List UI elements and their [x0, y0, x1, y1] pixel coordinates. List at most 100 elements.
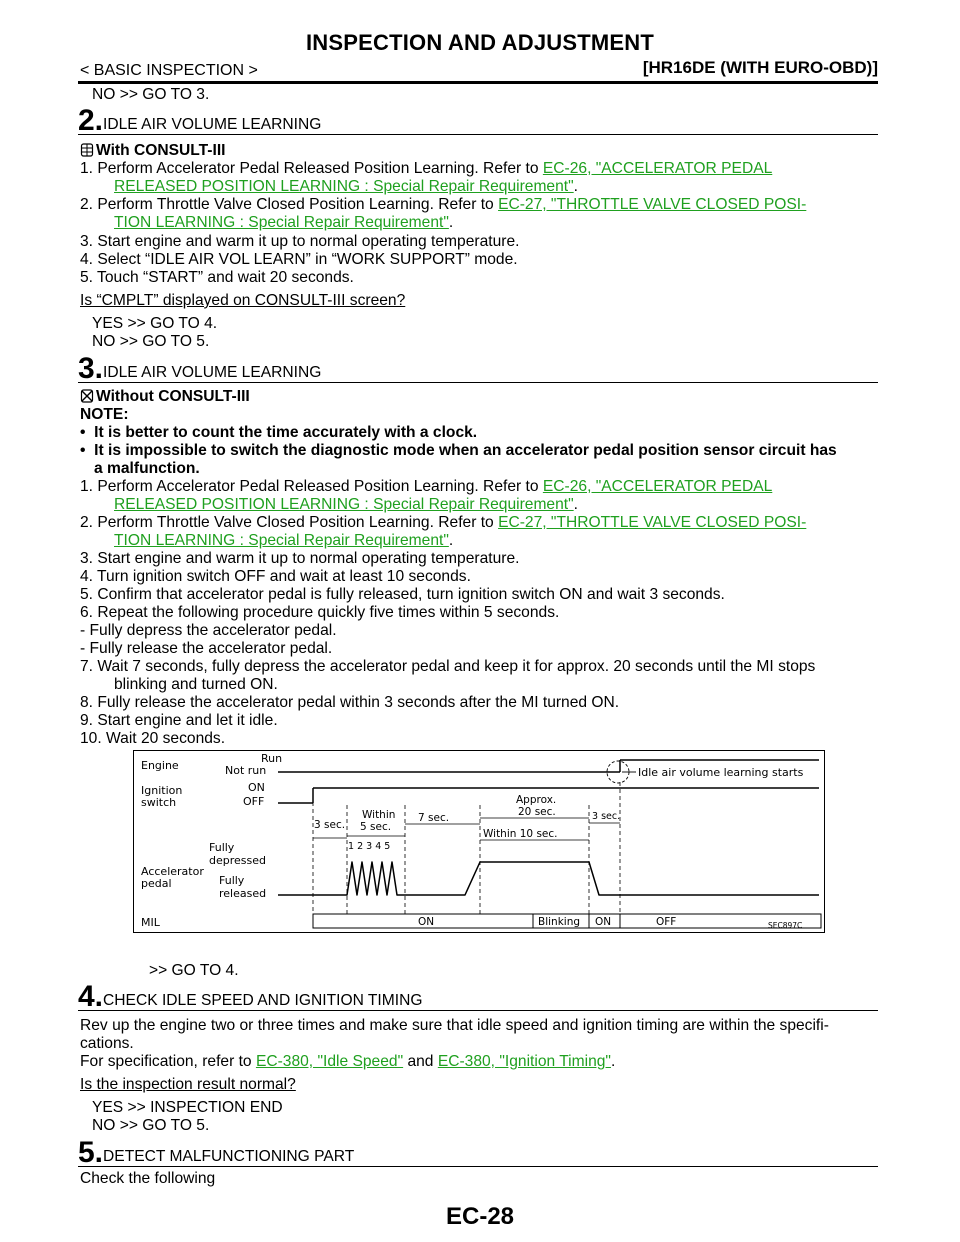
step-3-heading: 3.IDLE AIR VOLUME LEARNING [78, 354, 878, 384]
step-3-item-4: 4. Turn ignition switch OFF and wait at … [80, 568, 471, 585]
label-run: Run [261, 752, 282, 765]
step-2-item-2-cont: TION LEARNING : Special Repair Requireme… [114, 214, 454, 231]
figure-code: SEC897C [768, 921, 802, 930]
no-consult-icon [80, 389, 94, 403]
note-item-2-cont: a malfunction. [94, 460, 200, 477]
link-idle-speed[interactable]: EC-380, "Idle Speed" [255, 1053, 404, 1070]
step-3-sub-2: - Fully release the accelerator pedal. [80, 640, 333, 657]
step-4-title: CHECK IDLE SPEED AND IGNITION TIMING [103, 992, 423, 1009]
link-ec27[interactable]: EC-27, "THROTTLE VALVE CLOSED POSI- [498, 196, 807, 213]
step-3-item-10: 10. Wait 20 seconds. [80, 730, 226, 747]
label-learning-starts: Idle air volume learning starts [638, 766, 804, 779]
label-switch: switch [141, 796, 176, 809]
step-4-yes: YES >> INSPECTION END [92, 1099, 283, 1116]
label-approx: Approx. [516, 794, 556, 806]
label-released: released [219, 887, 266, 900]
step-3-item-2: 2. Perform Throttle Valve Closed Positio… [80, 514, 807, 531]
step-2-item-2: 2. Perform Throttle Valve Closed Positio… [80, 196, 807, 213]
mil-on: ON [418, 916, 434, 928]
step-4-number: 4. [78, 980, 104, 1013]
mil-off: OFF [656, 916, 676, 928]
link-ec27-b[interactable]: EC-27, "THROTTLE VALVE CLOSED POSI- [498, 514, 807, 531]
consult-iii-icon [80, 143, 94, 157]
step-2-title: IDLE AIR VOLUME LEARNING [103, 116, 322, 133]
section-label: < BASIC INSPECTION > [80, 62, 258, 79]
link-ec26-cont[interactable]: RELEASED POSITION LEARNING : Special Rep… [114, 178, 574, 195]
link-ec27-b-cont[interactable]: TION LEARNING : Special Repair Requireme… [114, 532, 449, 549]
step-3-item-2-cont: TION LEARNING : Special Repair Requireme… [114, 532, 454, 549]
mil-on-2: ON [595, 916, 611, 928]
step-3-item-6: 6. Repeat the following procedure quickl… [80, 604, 560, 621]
label-7-sec: 7 sec. [418, 812, 449, 824]
step-2-no: NO >> GO TO 5. [92, 333, 210, 350]
link-ec26-b-cont[interactable]: RELEASED POSITION LEARNING : Special Rep… [114, 496, 574, 513]
link-ec26-b[interactable]: EC-26, "ACCELERATOR PEDAL [542, 478, 773, 495]
step-2-item-5: 5. Touch “START” and wait 20 seconds. [80, 269, 354, 286]
step-2-question: Is “CMPLT” displayed on CONSULT-III scre… [80, 292, 406, 309]
step-4-spec: For specification, refer to EC-380, "Idl… [80, 1053, 616, 1070]
step-3-goto: >> GO TO 4. [149, 962, 239, 979]
step-3-item-1-cont: RELEASED POSITION LEARNING : Special Rep… [114, 496, 578, 513]
step-5-number: 5. [78, 1136, 104, 1169]
step-5-heading: 5.DETECT MALFUNCTIONING PART [78, 1138, 878, 1168]
step-4-text-2: cations. [80, 1035, 134, 1052]
step-2-yes: YES >> GO TO 4. [92, 315, 218, 332]
step-2-item-1-cont: RELEASED POSITION LEARNING : Special Rep… [114, 178, 578, 195]
label-depressed: depressed [209, 854, 266, 867]
label-on: ON [248, 781, 265, 794]
step-3-sub-1: - Fully depress the accelerator pedal. [80, 622, 337, 639]
step-3-item-7-cont: blinking and turned ON. [114, 676, 278, 693]
step-4-heading: 4.CHECK IDLE SPEED AND IGNITION TIMING [78, 982, 878, 1012]
step-4-text-1: Rev up the engine two or three times and… [80, 1017, 829, 1034]
label-accelerator: Accelerator [141, 865, 204, 878]
timing-diagram: Engine Run Not run Ignition switch ON OF… [133, 750, 825, 933]
label-off: OFF [243, 795, 264, 808]
label-3-sec-b: 3 sec. [592, 811, 620, 822]
label-within: Within [362, 809, 395, 821]
step-2-item-1: 1. Perform Accelerator Pedal Released Po… [80, 160, 773, 177]
step-3-title: IDLE AIR VOLUME LEARNING [103, 364, 322, 381]
step-4-no: NO >> GO TO 5. [92, 1117, 210, 1134]
model-label: [HR16DE (WITH EURO-OBD)] [642, 58, 878, 77]
page-number: EC-28 [445, 1203, 515, 1230]
label-mil: MIL [141, 916, 161, 929]
step-3-number: 3. [78, 352, 104, 385]
step-2-number: 2. [78, 104, 104, 137]
label-3-sec: 3 sec. [314, 819, 345, 831]
label-fully: Fully [209, 841, 235, 854]
note-label: NOTE: [80, 406, 129, 423]
step-3-mode: Without CONSULT-III [80, 388, 250, 406]
step-5-title: DETECT MALFUNCTIONING PART [103, 1148, 355, 1165]
step-2-heading: 2.IDLE AIR VOLUME LEARNING [78, 106, 878, 136]
step-4-question: Is the inspection result normal? [80, 1076, 296, 1093]
note-item-2: • It is impossible to switch the diagnos… [80, 442, 837, 459]
label-count: 1 2 3 4 5 [348, 841, 390, 852]
intro-no-line: NO >> GO TO 3. [92, 86, 210, 103]
step-2-mode: With CONSULT-III [80, 142, 226, 160]
label-within-10: Within 10 sec. [483, 828, 558, 840]
step-5-text: Check the following [80, 1170, 216, 1187]
step-3-item-8: 8. Fully release the accelerator pedal w… [80, 694, 620, 711]
label-5-sec: 5 sec. [360, 821, 391, 833]
link-ignition-timing[interactable]: EC-380, "Ignition Timing" [437, 1053, 611, 1070]
note-item-1: • It is better to count the time accurat… [80, 424, 478, 441]
step-3-item-5: 5. Confirm that accelerator pedal is ful… [80, 586, 725, 603]
step-2-item-4: 4. Select “IDLE AIR VOL LEARN” in “WORK … [80, 251, 518, 268]
header-rule [78, 81, 878, 84]
label-20-sec: 20 sec. [518, 806, 556, 818]
page-title: INSPECTION AND ADJUSTMENT [305, 30, 655, 55]
label-ignition: Ignition [141, 784, 182, 797]
label-engine: Engine [141, 759, 179, 772]
mil-blinking: Blinking [538, 916, 580, 928]
link-ec27-cont[interactable]: TION LEARNING : Special Repair Requireme… [114, 214, 449, 231]
link-ec26[interactable]: EC-26, "ACCELERATOR PEDAL [542, 160, 773, 177]
step-3-item-3: 3. Start engine and warm it up to normal… [80, 550, 520, 567]
label-not-run: Not run [225, 764, 266, 777]
label-pedal: pedal [141, 877, 172, 890]
step-3-item-1: 1. Perform Accelerator Pedal Released Po… [80, 478, 773, 495]
step-3-item-7: 7. Wait 7 seconds, fully depress the acc… [80, 658, 816, 675]
label-fully-2: Fully [219, 874, 245, 887]
step-2-item-3: 3. Start engine and warm it up to normal… [80, 233, 520, 250]
step-3-item-9: 9. Start engine and let it idle. [80, 712, 278, 729]
